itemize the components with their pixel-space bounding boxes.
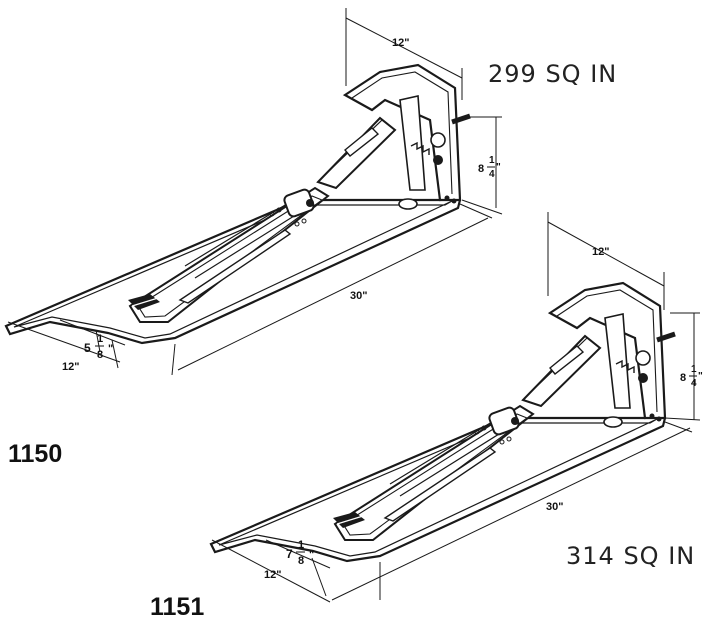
dim-height-unit: " [496, 162, 501, 173]
dim-height-whole: 8 [478, 163, 484, 175]
model-label-1151: 1151 [150, 593, 205, 621]
dim-length: 30" [350, 290, 367, 302]
area-1150: 299 SQ IN [488, 60, 618, 88]
dim-front-width-1151: 12" [264, 569, 281, 581]
dim-heel-unit-1151: " [309, 549, 314, 561]
dim-heel-num: 1 [97, 333, 103, 345]
dim-height-den-1151: 4 [691, 378, 697, 389]
dim-heel-whole-1151: 7 [286, 547, 293, 561]
dim-height-unit-1151: " [698, 371, 703, 382]
dimension-lines-1150 [7, 8, 503, 376]
dim-height-whole-1151: 8 [680, 372, 686, 384]
pedal-1151-drawing [211, 283, 675, 561]
dim-heel-whole: 5 [84, 341, 91, 355]
model-label-1150: 1150 [8, 440, 63, 468]
dim-heel-unit: " [108, 343, 113, 355]
dimension-text-1151: 12" 8 1 4 " 30" 12" 7 1 8 " [264, 246, 703, 581]
pedal-1150-drawing [6, 65, 470, 343]
dim-heel-num-1151: 1 [298, 539, 304, 551]
dim-top-width: 12" [392, 37, 409, 49]
dim-height-num: 1 [489, 155, 495, 166]
dim-top-width-1151: 12" [592, 246, 609, 258]
dimension-text-1150: 12" 8 1 4 " 30" 12" 5 1 8 " [62, 37, 501, 373]
dim-height-num-1151: 1 [691, 364, 697, 375]
dim-heel-den-1151: 8 [298, 555, 304, 567]
dim-front-width: 12" [62, 361, 79, 373]
dim-length-1151: 30" [546, 501, 563, 513]
area-1151: 314 SQ IN [566, 542, 696, 570]
dim-heel-den: 8 [97, 349, 103, 361]
dim-height-den: 4 [489, 169, 495, 180]
dimension-lines-1151 [211, 212, 701, 603]
